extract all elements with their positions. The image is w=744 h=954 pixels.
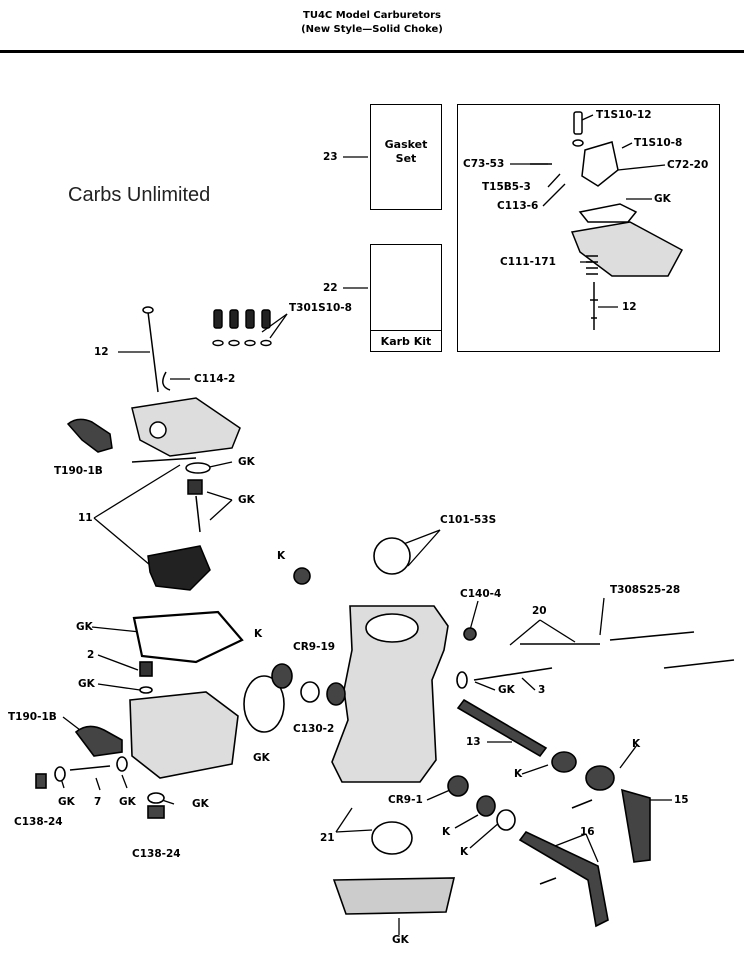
part-label-gk-8: GK <box>119 796 136 808</box>
part-label-k-5: K <box>442 826 451 838</box>
header-rule <box>0 50 744 53</box>
part-label-t1s10-12: T1S10-12 <box>596 109 652 121</box>
part-label-gk-inset: GK <box>654 193 671 205</box>
part-label-c73-53: C73-53 <box>463 158 505 170</box>
part-label-t1s10-8: T1S10-8 <box>634 137 683 149</box>
part-label-c130-2: C130-2 <box>293 723 335 735</box>
part-label-k-4: K <box>514 768 523 780</box>
part-label-t301s10-8: T301S10-8 <box>289 302 352 314</box>
part-label-13: 13 <box>466 736 481 748</box>
part-label-t190-1b-top: T190-1B <box>54 465 103 477</box>
part-label-c138-24-right: C138-24 <box>132 848 181 860</box>
diagram-title: TU4C Model Carburetors <box>303 10 441 21</box>
part-label-t308s25-28: T308S25-28 <box>610 584 681 596</box>
part-label-cr9-19: CR9-19 <box>293 641 336 653</box>
part-label-gk-7: GK <box>58 796 75 808</box>
part-label-gk-1: GK <box>238 456 255 468</box>
part-label-15: 15 <box>674 794 689 806</box>
part-label-c111-171: C111-171 <box>500 256 556 268</box>
gasket-set-box <box>370 104 442 210</box>
part-label-2: 2 <box>87 649 95 661</box>
part-label-c138-24-left: C138-24 <box>14 816 63 828</box>
part-label-gk-5: GK <box>498 684 515 696</box>
part-label-12-main: 12 <box>94 346 109 358</box>
part-label-12-inset: 12 <box>622 301 637 313</box>
part-label-c114-2: C114-2 <box>194 373 236 385</box>
part-label-gk-3: GK <box>76 621 93 633</box>
part-label-21: 21 <box>320 832 335 844</box>
part-label-gk-10: GK <box>392 934 409 946</box>
karb-kit-label: Karb Kit <box>380 335 432 348</box>
part-label-c140-4: C140-4 <box>460 588 502 600</box>
part-label-k-1: K <box>277 550 286 562</box>
part-label-k-2: K <box>254 628 263 640</box>
part-label-22: 22 <box>323 282 338 294</box>
part-label-c113-6: C113-6 <box>497 200 539 212</box>
part-label-20: 20 <box>532 605 547 617</box>
part-label-23: 23 <box>323 151 338 163</box>
part-label-c101-53s: C101-53S <box>440 514 497 526</box>
part-label-k-6: K <box>460 846 469 858</box>
part-label-gk-4: GK <box>78 678 95 690</box>
part-label-c72-20: C72-20 <box>667 159 709 171</box>
part-label-16: 16 <box>580 826 595 838</box>
inset-detail-box <box>457 104 720 352</box>
part-label-gk-2: GK <box>238 494 255 506</box>
part-label-11: 11 <box>78 512 93 524</box>
karb-kit-label-cell <box>370 330 442 352</box>
gasket-set-label: Gasket Set <box>384 138 428 165</box>
part-label-k-3: K <box>632 738 641 750</box>
part-label-t15b5-3: T15B5-3 <box>482 181 531 193</box>
part-label-gk-9: GK <box>192 798 209 810</box>
diagram-subtitle: (New Style—Solid Choke) <box>301 24 443 35</box>
part-label-3: 3 <box>538 684 546 696</box>
part-label-t190-1b-bottom: T190-1B <box>8 711 57 723</box>
brand-watermark: Carbs Unlimited <box>68 184 211 206</box>
part-label-7: 7 <box>94 796 102 808</box>
part-label-gk-6: GK <box>253 752 270 764</box>
part-label-cr9-1: CR9-1 <box>388 794 423 806</box>
